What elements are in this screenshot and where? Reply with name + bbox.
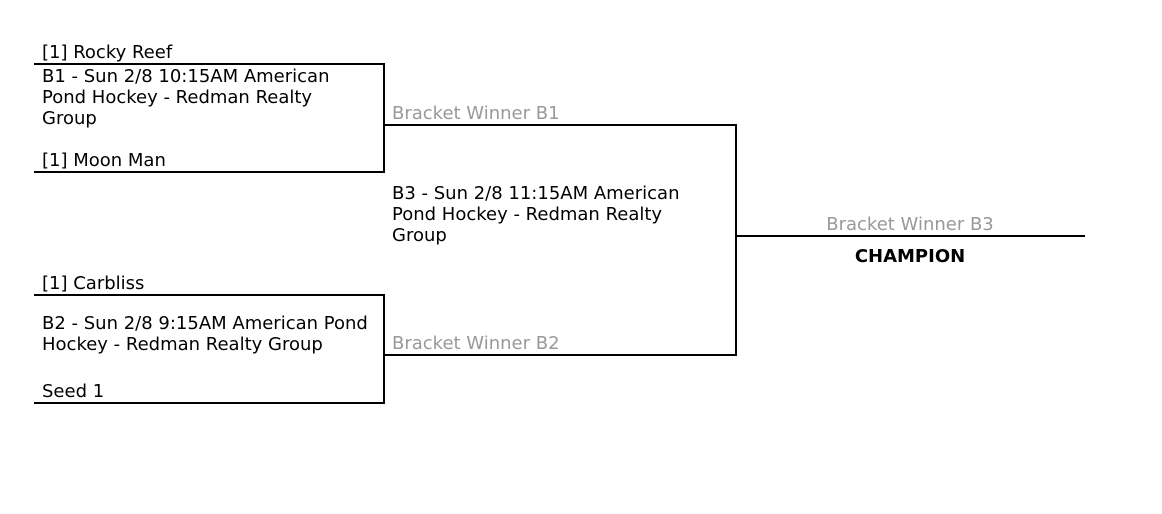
match-b3-top-team-placeholder: Bracket Winner B1	[392, 103, 560, 124]
match-b2-bottom-team: Seed 1	[42, 381, 105, 402]
match-b2-game-info: B2 - Sun 2/8 9:15AM American Pond Hockey…	[42, 313, 368, 355]
match-b1-bottom-team: [1] Moon Man	[42, 150, 166, 171]
match-b2-top-team: [1] Carbliss	[42, 273, 145, 294]
match-b2-bracket-lines	[34, 294, 385, 404]
match-b3-game-info: B3 - Sun 2/8 11:15AM American Pond Hocke…	[392, 183, 680, 246]
match-b1-top-team: [1] Rocky Reef	[42, 42, 173, 63]
champion-line	[735, 235, 1085, 237]
match-b1-bracket-lines	[34, 63, 385, 173]
match-b3-bottom-team-placeholder: Bracket Winner B2	[392, 333, 560, 354]
match-b1-game-info: B1 - Sun 2/8 10:15AM American Pond Hocke…	[42, 66, 330, 129]
final-winner-placeholder: Bracket Winner B3	[826, 214, 994, 235]
champion-label: CHAMPION	[854, 246, 966, 267]
match-b3-bracket-lines	[385, 124, 737, 356]
